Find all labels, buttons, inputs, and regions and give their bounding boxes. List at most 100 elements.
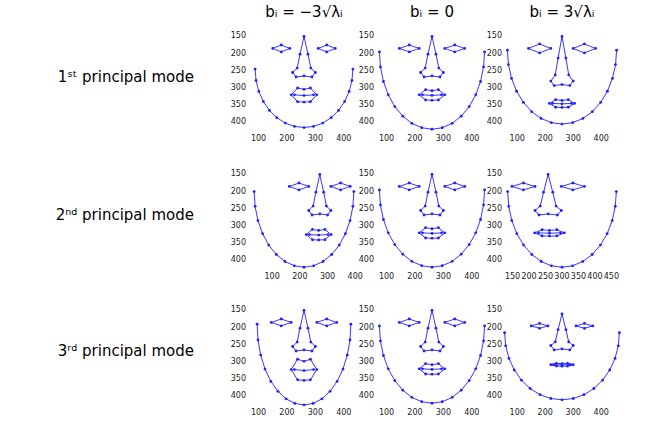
landmark-point	[554, 74, 557, 77]
landmark-point	[530, 253, 533, 256]
landmark-point	[549, 80, 552, 83]
landmark-point	[290, 321, 293, 324]
landmark-point	[431, 402, 434, 405]
landmark-point	[259, 354, 262, 357]
landmark-point	[443, 231, 446, 234]
landmark-point	[315, 93, 318, 96]
landmark-point	[312, 93, 315, 96]
landmark-point	[303, 35, 306, 38]
landmark-point	[561, 99, 564, 102]
landmark-point	[572, 363, 575, 366]
landmark-point	[378, 324, 381, 327]
landmark-point	[442, 209, 445, 212]
landmark-contour	[551, 36, 573, 85]
x-tick-label: 300	[554, 273, 569, 282]
landmark-point	[437, 226, 440, 229]
landmark-point	[431, 309, 434, 312]
landmark-point	[534, 185, 537, 188]
y-tick-label: 150	[231, 306, 246, 315]
landmark-point	[617, 344, 620, 347]
landmark-point	[349, 219, 352, 222]
landmark-point	[439, 350, 442, 353]
x-tick-label: 200	[538, 409, 553, 418]
landmark-point	[431, 232, 434, 235]
landmark-point	[378, 50, 381, 53]
x-tick-label: 300	[436, 409, 451, 418]
landmark-point	[479, 218, 482, 221]
landmark-point	[299, 53, 302, 56]
landmark-point	[561, 106, 564, 109]
landmark-point	[451, 396, 454, 399]
landmark-point	[561, 312, 564, 315]
landmark-point	[435, 191, 438, 194]
landmark-point	[440, 367, 443, 370]
landmark-point	[560, 185, 563, 188]
landmark-point	[330, 253, 333, 256]
landmark-point	[443, 93, 446, 96]
landmark-point	[522, 188, 525, 191]
landmark-point	[303, 349, 306, 352]
landmark-point	[288, 185, 291, 188]
landmark-point	[307, 327, 310, 330]
landmark-point	[296, 358, 299, 361]
landmark-point	[317, 229, 320, 232]
landmark-point	[288, 47, 291, 50]
landmark-point	[522, 182, 525, 185]
landmark-point	[256, 323, 259, 326]
landmark-point	[453, 50, 456, 53]
landmark-point	[431, 363, 434, 366]
landmark-point	[418, 47, 421, 50]
landmark-point	[418, 93, 421, 96]
y-tick-label: 200	[231, 49, 246, 58]
landmark-contour	[419, 364, 445, 375]
face-shape-plot	[503, 312, 621, 401]
landmark-point	[423, 350, 426, 353]
landmark-point	[254, 68, 257, 71]
landmark-point	[554, 106, 557, 109]
landmark-contour	[379, 52, 484, 129]
column-header: bᵢ = 3√λᵢ	[530, 4, 595, 21]
landmark-point	[431, 237, 434, 240]
x-tick-label: 400	[336, 409, 351, 418]
landmark-point	[424, 373, 427, 376]
x-tick-label: 100	[265, 273, 280, 282]
landmark-point	[309, 87, 312, 90]
landmark-point	[303, 379, 306, 382]
landmark-point	[309, 341, 312, 344]
landmark-point	[261, 232, 264, 235]
landmark-point	[568, 84, 571, 87]
landmark-point	[419, 71, 422, 74]
x-tick-label: 400	[348, 273, 363, 282]
y-tick-label: 250	[231, 340, 246, 349]
landmark-point	[311, 76, 314, 79]
landmark-point	[382, 354, 385, 357]
y-tick-label: 300	[359, 84, 374, 93]
landmark-point	[572, 80, 575, 83]
landmark-point	[309, 67, 312, 70]
landmark-point	[482, 204, 485, 207]
y-tick-label: 350	[359, 239, 374, 248]
landmark-point	[410, 260, 413, 263]
landmark-point	[408, 188, 411, 191]
landmark-point	[421, 231, 424, 234]
landmark-point	[611, 77, 614, 80]
x-tick-label: 200	[279, 135, 294, 144]
landmark-point	[424, 99, 427, 102]
landmark-point	[468, 379, 471, 382]
y-tick-label: 400	[359, 256, 374, 265]
landmark-contour	[538, 232, 560, 233]
landmark-point	[522, 101, 525, 104]
landmark-point	[614, 63, 617, 66]
landmark-point	[424, 226, 427, 229]
landmark-point	[308, 233, 311, 236]
landmark-point	[435, 327, 438, 330]
landmark-contour	[254, 192, 354, 268]
landmark-point	[268, 109, 271, 112]
landmark-point	[541, 235, 544, 238]
landmark-point	[314, 345, 317, 348]
landmark-point	[618, 331, 621, 334]
landmark-point	[420, 264, 423, 267]
landmark-point	[325, 318, 328, 321]
landmark-point	[555, 228, 558, 231]
